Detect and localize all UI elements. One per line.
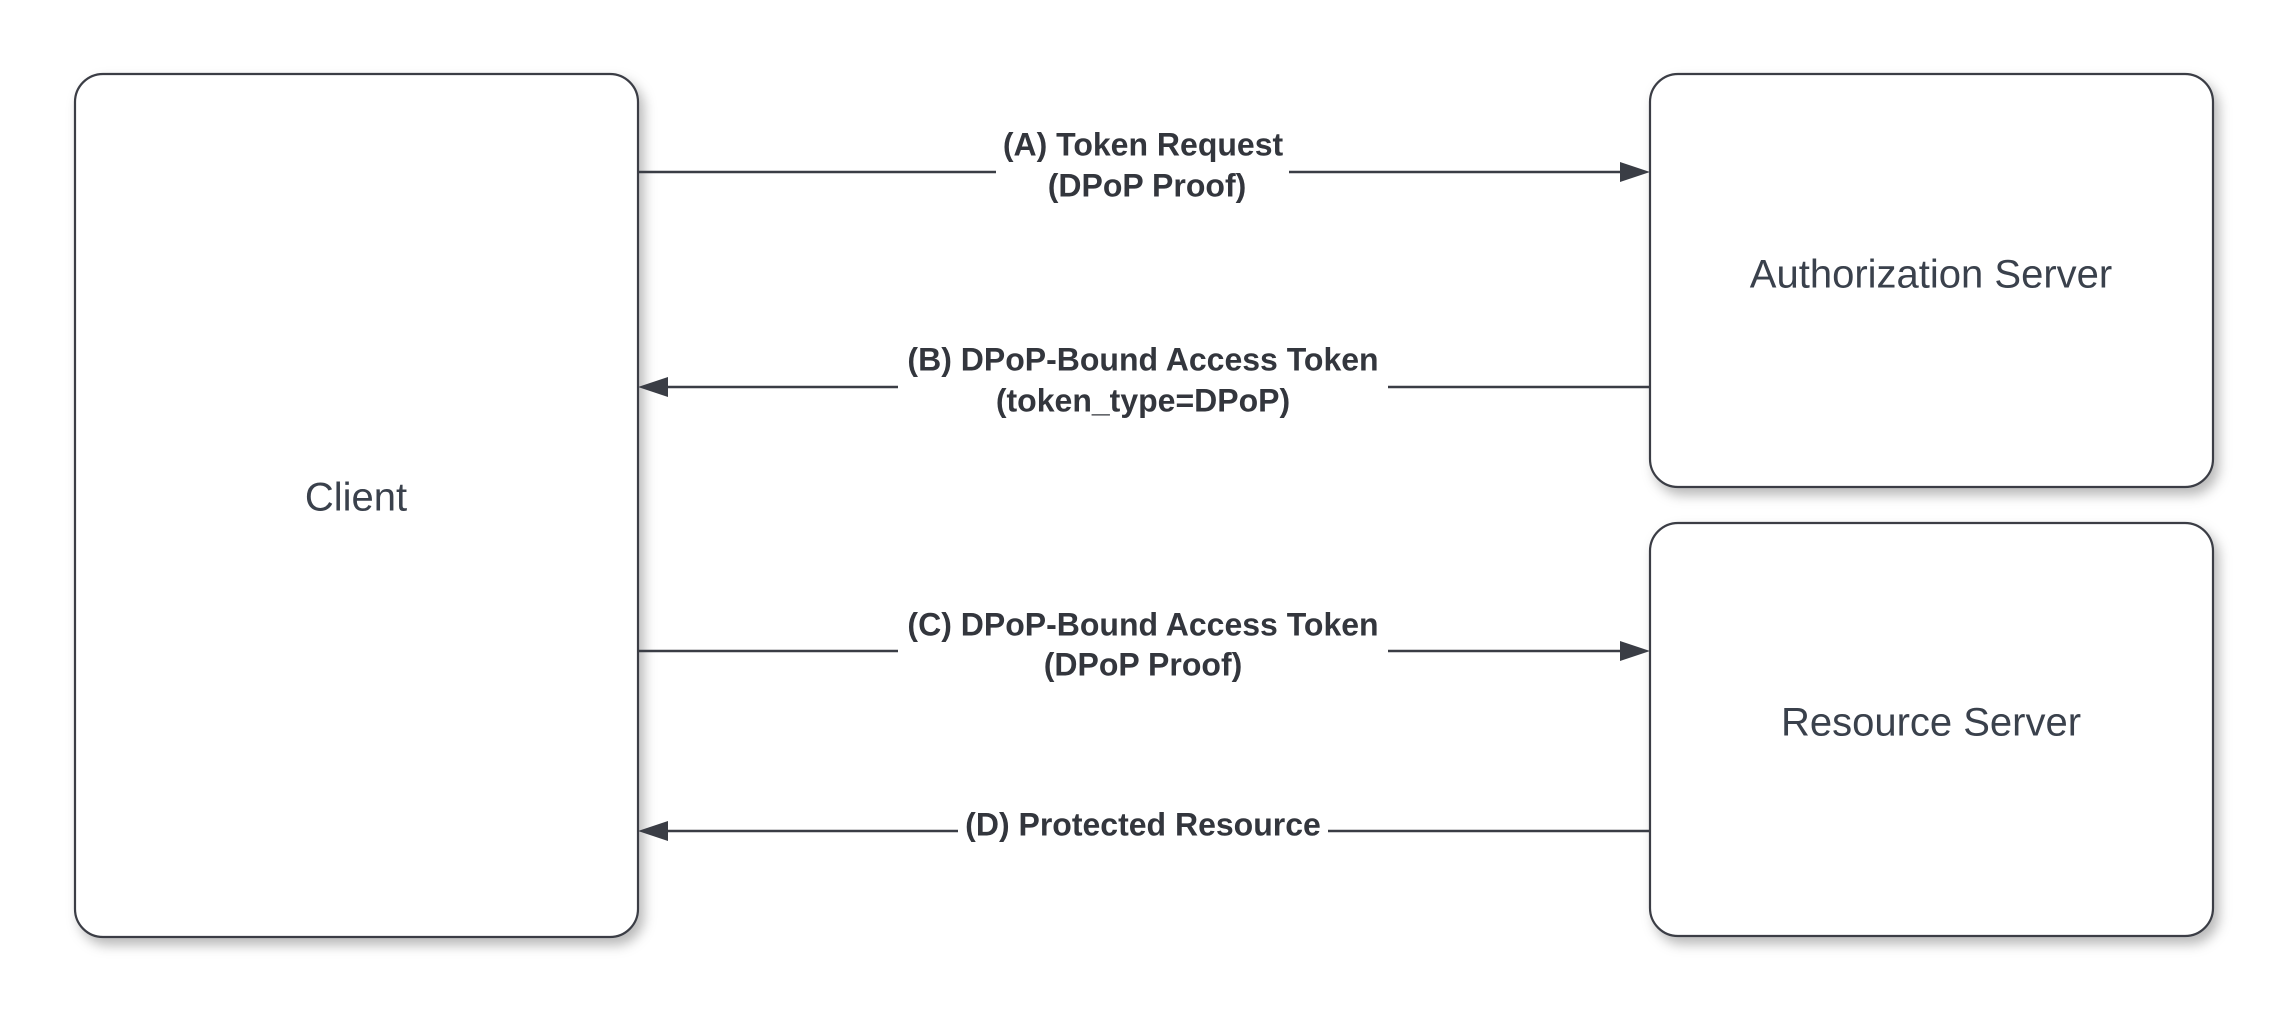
authorization-server-node: Authorization Server bbox=[1648, 72, 2215, 489]
edge-a-token-request: (A) Token Request (DPoP Proof) bbox=[638, 126, 1650, 203]
client-label: Client bbox=[305, 476, 407, 520]
edge-a-arrowhead-right-icon bbox=[1620, 162, 1650, 182]
client-node: Client bbox=[73, 72, 640, 939]
edge-d-arrowhead-left-icon bbox=[638, 821, 668, 841]
edge-c-dpop-bound-access-token: (C) DPoP-Bound Access Token (DPoP Proof) bbox=[638, 606, 1650, 682]
edge-c-arrowhead-right-icon bbox=[1620, 641, 1650, 661]
edge-d-protected-resource: (D) Protected Resource bbox=[638, 806, 1650, 842]
edge-b-label-line2: (token_type=DPoP) bbox=[996, 382, 1290, 418]
edge-d-label-line1: (D) Protected Resource bbox=[965, 806, 1321, 842]
edge-b-label-line1: (B) DPoP-Bound Access Token bbox=[907, 341, 1378, 377]
authorization-server-box bbox=[1648, 72, 2215, 489]
edge-c-label-line1: (C) DPoP-Bound Access Token bbox=[907, 606, 1378, 642]
resource-server-label: Resource Server bbox=[1781, 701, 2081, 745]
resource-server-node: Resource Server bbox=[1648, 521, 2215, 938]
edge-c-label-line2: (DPoP Proof) bbox=[1044, 646, 1243, 682]
edge-a-label-line1: (A) Token Request bbox=[1003, 126, 1284, 162]
client-box bbox=[73, 72, 640, 939]
edge-b-arrowhead-left-icon bbox=[638, 377, 668, 397]
resource-server-box bbox=[1648, 521, 2215, 938]
edge-a-label-line2: (DPoP Proof) bbox=[1048, 167, 1247, 203]
edge-b-dpop-bound-access-token: (B) DPoP-Bound Access Token (token_type=… bbox=[638, 341, 1650, 418]
authorization-server-label: Authorization Server bbox=[1750, 253, 2112, 297]
